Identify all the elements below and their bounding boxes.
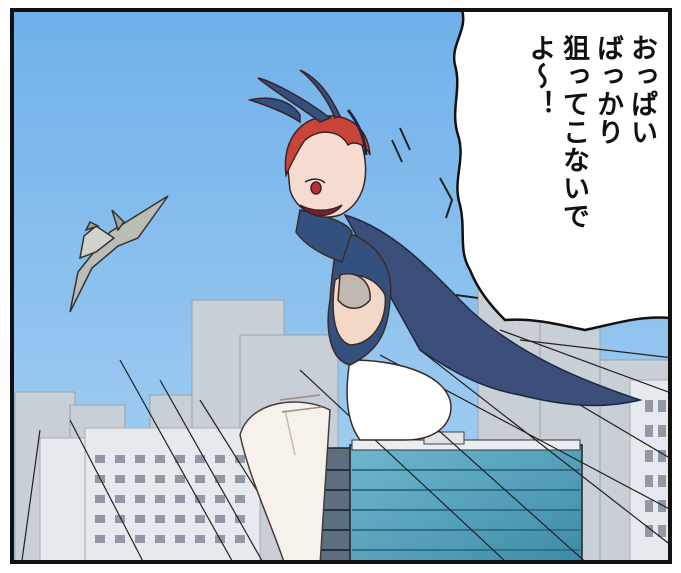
motion-marks xyxy=(391,127,479,299)
character-head xyxy=(247,69,371,218)
bubble-line-1: おっぱい xyxy=(626,34,657,146)
bubble-line-2: ばっかり xyxy=(592,34,623,146)
bubble-line-4: よ〜！ xyxy=(524,34,555,118)
speech-bubble-shape xyxy=(452,8,672,332)
speech-bubble-text: おっぱい ばっかり 狙ってこないで よ〜！ xyxy=(488,34,658,304)
character-legs xyxy=(239,394,331,562)
character-body xyxy=(295,209,452,441)
character-cape xyxy=(343,213,643,407)
panel-border xyxy=(10,8,672,564)
bubble-line-3: 狙ってこないで xyxy=(558,34,589,230)
fighter-jet xyxy=(69,195,169,313)
glass-building xyxy=(299,431,583,562)
